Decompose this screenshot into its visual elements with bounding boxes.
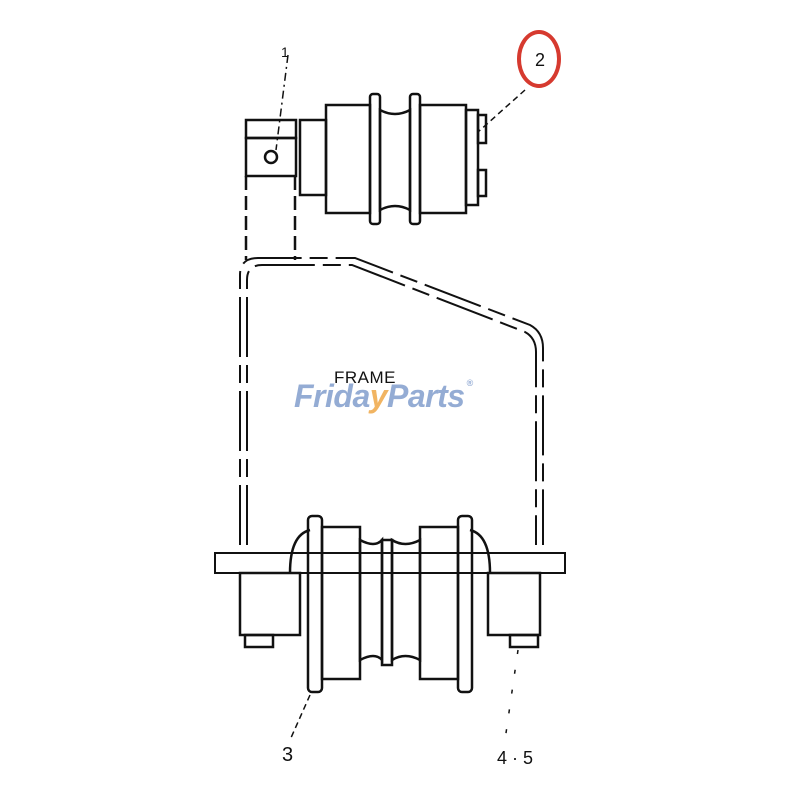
callout-4-5: 4 · 5 xyxy=(497,748,534,768)
callout-3: 3 xyxy=(282,744,294,766)
watermark-check-icon: y xyxy=(369,378,388,414)
leader-line-3 xyxy=(289,694,311,741)
track-roller xyxy=(238,514,542,694)
bracket xyxy=(244,118,328,260)
watermark-logo: FridayParts® xyxy=(294,378,473,415)
callout-2-highlight-ring xyxy=(517,30,561,88)
frame-outline xyxy=(239,257,544,545)
watermark-text-pre: Frida xyxy=(294,378,370,414)
watermark-text-post: Parts xyxy=(387,378,465,414)
registered-mark: ® xyxy=(466,378,474,388)
frame-plate xyxy=(214,552,566,574)
callout-1: 1 xyxy=(281,44,289,60)
leader-line-45 xyxy=(504,649,519,741)
frame-label: FRAME xyxy=(334,368,396,387)
carrier-roller xyxy=(324,92,488,226)
leader-line-1 xyxy=(275,54,289,151)
